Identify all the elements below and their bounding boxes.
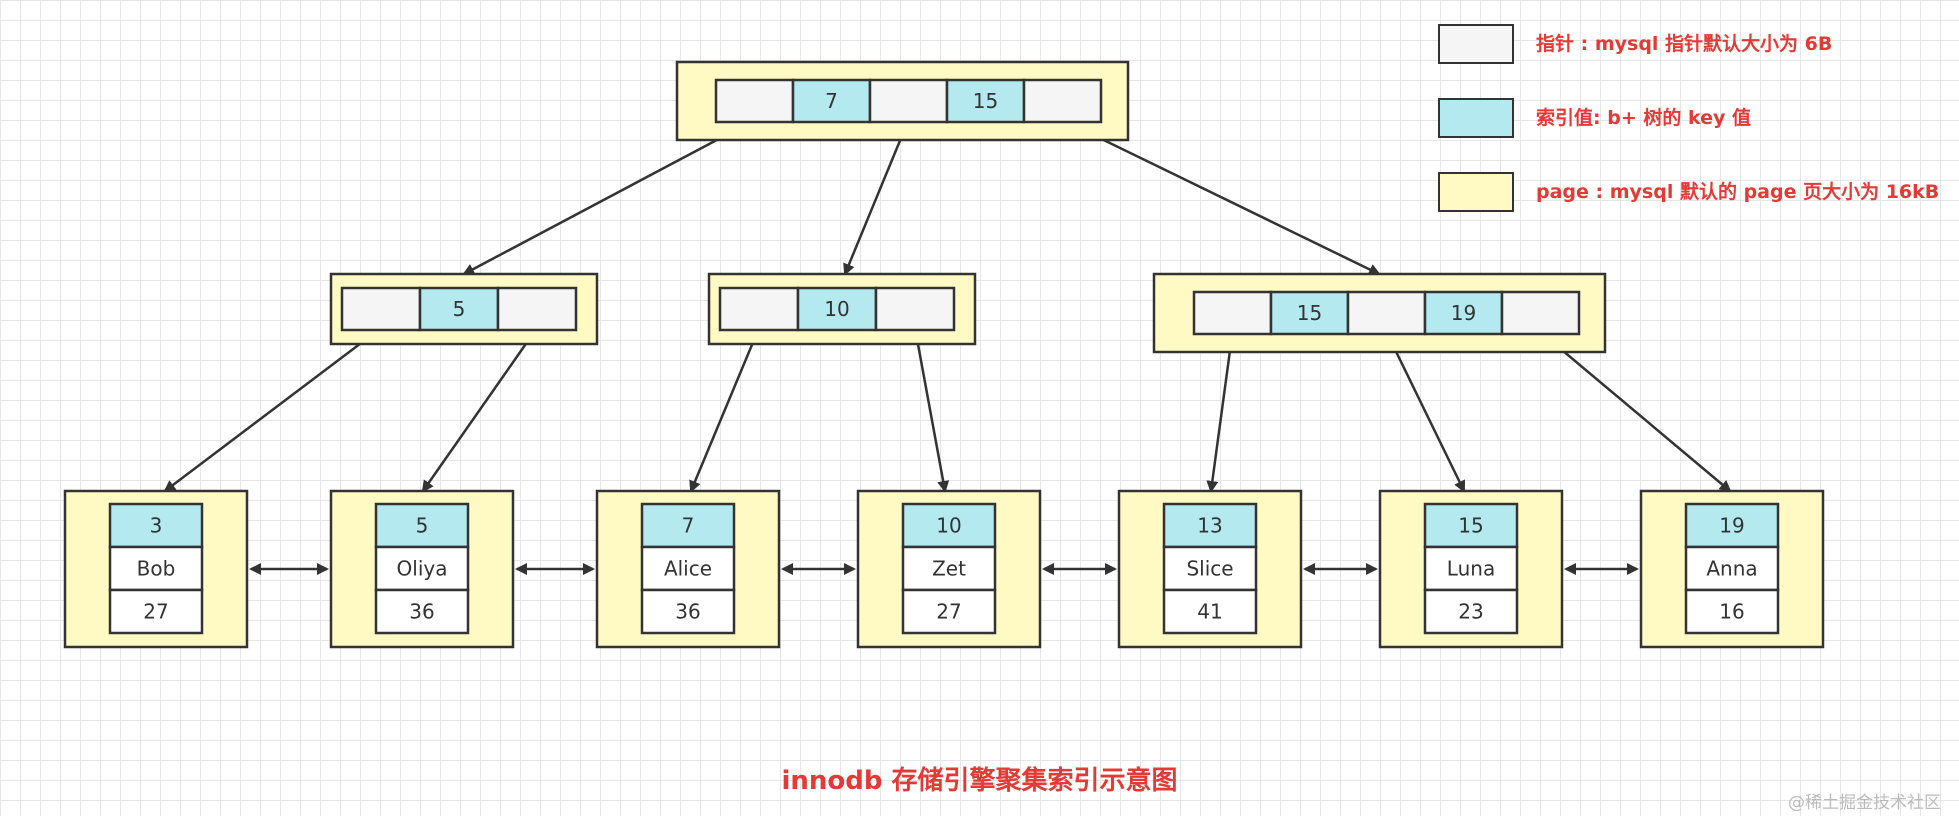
key-value: 5 bbox=[453, 297, 466, 321]
leaf-age-cell bbox=[901, 588, 997, 635]
edges bbox=[163, 118, 1732, 575]
pointer-cell bbox=[1192, 290, 1273, 336]
leaf-name: Luna bbox=[1447, 557, 1495, 581]
leaf-age: 36 bbox=[675, 600, 700, 624]
key-cell bbox=[791, 78, 872, 124]
leaf-name-cell bbox=[640, 545, 736, 592]
pointer-cell bbox=[1346, 290, 1427, 336]
leaf-key: 13 bbox=[1197, 514, 1222, 538]
watermark: @稀土掘金技术社区 bbox=[1788, 793, 1941, 813]
leaf-name-cell bbox=[1423, 545, 1519, 592]
root-node: 7 15 bbox=[675, 60, 1130, 142]
leaf-age: 41 bbox=[1197, 600, 1222, 624]
pointer-cell bbox=[714, 78, 795, 124]
legend-pointer-label: 指针 : mysql 指针默认大小为 6B bbox=[1536, 33, 1833, 55]
leaf-age-cell bbox=[640, 588, 736, 635]
leaf-key: 10 bbox=[936, 514, 961, 538]
pointer-cell bbox=[868, 78, 949, 124]
leaf-age: 36 bbox=[409, 600, 434, 624]
key-value: 7 bbox=[825, 89, 838, 113]
internal-to-leaf-edge bbox=[421, 327, 539, 493]
key-cell bbox=[1423, 290, 1504, 336]
legend-page-swatch bbox=[1438, 172, 1514, 212]
leaf-age: 16 bbox=[1719, 600, 1744, 624]
key-value: 15 bbox=[1297, 301, 1322, 325]
key-value: 10 bbox=[824, 297, 849, 321]
legend-pointer-swatch bbox=[1438, 24, 1514, 64]
legend-key-swatch bbox=[1438, 98, 1514, 138]
leaf-name-cell bbox=[901, 545, 997, 592]
internal-to-leaf-edge bbox=[689, 327, 761, 493]
internal-to-leaf-edge bbox=[163, 327, 382, 493]
diagram-caption: innodb 存储引擎聚集索引示意图 bbox=[781, 766, 1178, 796]
leaf-age: 27 bbox=[936, 600, 961, 624]
leaf-key-cell bbox=[1423, 502, 1519, 549]
leaf-key-cell bbox=[108, 502, 204, 549]
leaf-name: Slice bbox=[1186, 557, 1233, 581]
key-value: 15 bbox=[973, 89, 998, 113]
leaf-key-cell bbox=[901, 502, 997, 549]
leaf-name: Alice bbox=[664, 557, 712, 581]
internal-node: 5 bbox=[329, 272, 599, 346]
legend-key-label: 索引值: b+ 树的 key 值 bbox=[1536, 107, 1751, 129]
leaf-age: 23 bbox=[1458, 600, 1483, 624]
pointer-cell bbox=[340, 286, 422, 332]
key-value: 19 bbox=[1451, 301, 1476, 325]
leaf-key-cell bbox=[640, 502, 736, 549]
leaf-key: 7 bbox=[682, 514, 695, 538]
pointer-cell bbox=[718, 286, 800, 332]
internal-node: 10 bbox=[707, 272, 977, 346]
leaf-key: 19 bbox=[1719, 514, 1744, 538]
key-cell bbox=[945, 78, 1026, 124]
leaf-key: 5 bbox=[416, 514, 429, 538]
pointer-cell bbox=[1022, 78, 1103, 124]
pointer-cell bbox=[1500, 290, 1581, 336]
leaf-name: Oliya bbox=[397, 557, 448, 581]
leaf-key: 3 bbox=[150, 514, 163, 538]
internal-to-leaf-edge bbox=[1206, 331, 1234, 493]
internal-to-leaf-edge bbox=[913, 327, 950, 493]
leaf-age-cell bbox=[374, 588, 470, 635]
leaf-name-cell bbox=[1162, 545, 1258, 592]
internal-to-leaf-edge bbox=[1539, 331, 1732, 493]
legend-page-label: page : mysql 默认的 page 页大小为 16kB bbox=[1536, 181, 1940, 203]
root-to-internal-edge bbox=[462, 118, 756, 276]
leaf-age-cell bbox=[108, 588, 204, 635]
leaf-age: 27 bbox=[143, 600, 168, 624]
key-cell bbox=[418, 286, 500, 332]
pointer-cell bbox=[496, 286, 578, 332]
root-to-internal-edge bbox=[843, 119, 910, 276]
leaf-name: Bob bbox=[137, 557, 176, 581]
root-to-internal-edge bbox=[1061, 118, 1381, 276]
leaf-name: Anna bbox=[1706, 557, 1757, 581]
pointer-cell bbox=[874, 286, 956, 332]
leaf-age-cell bbox=[1162, 588, 1258, 635]
leaf-age-cell bbox=[1684, 588, 1780, 635]
internal-to-leaf-edge bbox=[1385, 331, 1466, 493]
leaf-age-cell bbox=[1423, 588, 1519, 635]
leaf-name: Zet bbox=[932, 557, 966, 581]
leaf-key: 15 bbox=[1458, 514, 1483, 538]
